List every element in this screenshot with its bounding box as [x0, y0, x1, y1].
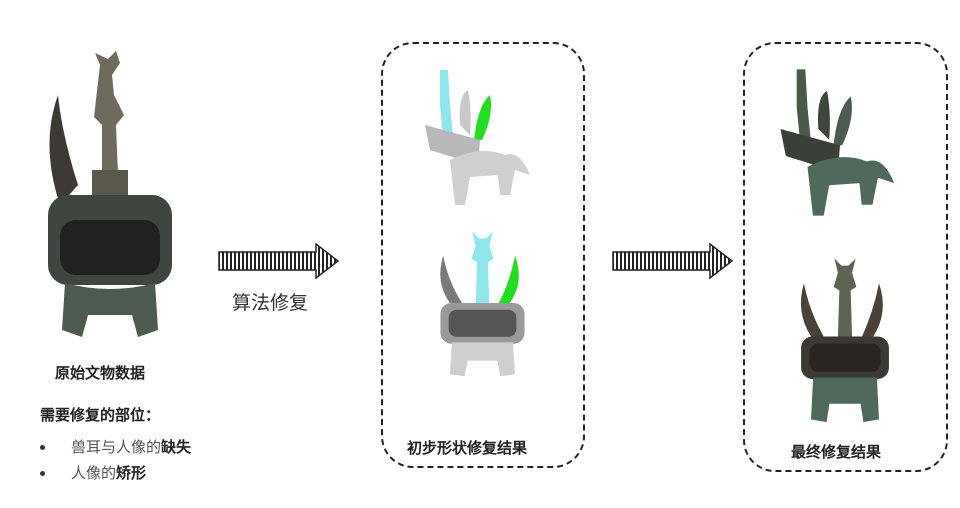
algorithm-repair-label: 算法修复: [232, 292, 309, 314]
repair-heading: 需要修复的部位：: [40, 406, 161, 424]
repair-item: 人像的矫形: [40, 462, 146, 483]
final-side-view-image: [780, 69, 895, 216]
right-arrow-icon: [218, 242, 340, 280]
repair-item: 兽耳与人像的缺失: [40, 436, 191, 457]
right-arrow-icon: [612, 242, 734, 280]
final-front-view-image: [800, 258, 889, 423]
final-result-label: 最终修复结果: [791, 443, 882, 461]
initial-front-view-image: [440, 231, 525, 377]
initial-result-label: 初步形状修复结果: [407, 439, 528, 457]
original-label: 原始文物数据: [55, 364, 146, 382]
initial-side-view-image: [425, 70, 530, 205]
original-artifact-image: [48, 51, 172, 337]
bullet-icon: [40, 445, 45, 450]
initial-result-box: [381, 42, 585, 468]
bullet-icon: [40, 471, 45, 476]
final-result-box: [743, 42, 948, 472]
